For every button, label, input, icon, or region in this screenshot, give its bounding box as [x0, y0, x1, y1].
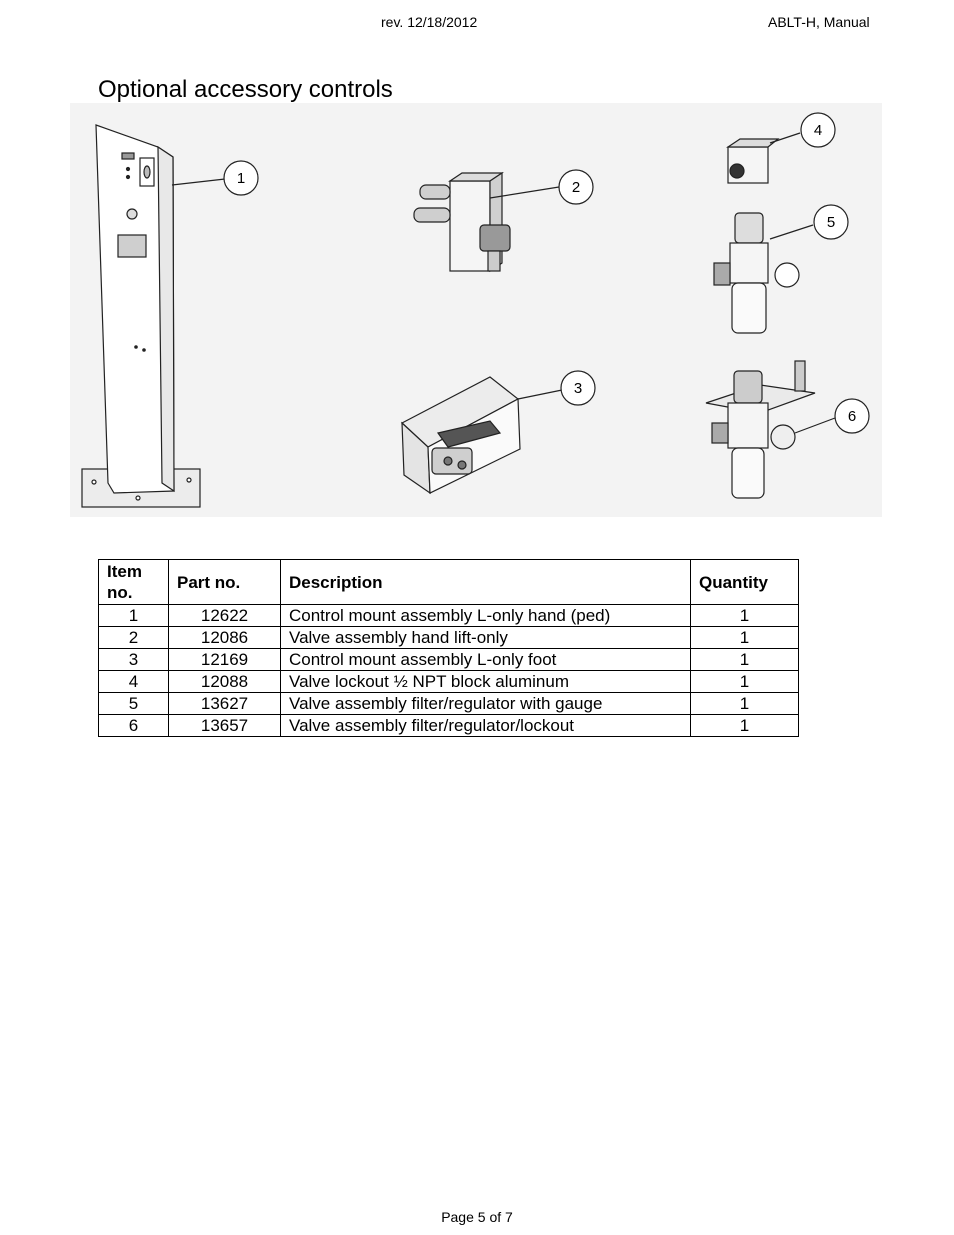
cell-item: 4 — [98, 670, 169, 693]
header-document-name: ABLT-H, Manual — [768, 14, 870, 30]
table-row: 2 12086 Valve assembly hand lift-only 1 — [98, 626, 799, 649]
cell-quantity: 1 — [690, 670, 799, 693]
callout-1: 1 — [237, 170, 245, 187]
cell-quantity: 1 — [690, 714, 799, 737]
column-header-part-no: Part no. — [168, 559, 281, 605]
table-row: 3 12169 Control mount assembly L-only fo… — [98, 648, 799, 671]
accessory-controls-figure: 1 2 3 4 5 6 — [70, 103, 882, 517]
table-row: 4 12088 Valve lockout ½ NPT block alumin… — [98, 670, 799, 693]
header-item-line1: Item — [107, 562, 142, 581]
cell-description: Valve assembly filter/regulator with gau… — [280, 692, 691, 715]
lockout-block-drawing — [726, 138, 780, 184]
cell-part-no: 12086 — [168, 626, 281, 649]
control-mount-pedestal-drawing — [81, 124, 201, 508]
cell-part-no: 13657 — [168, 714, 281, 737]
cell-item: 1 — [98, 604, 169, 627]
table-row: 1 12622 Control mount assembly L-only ha… — [98, 604, 799, 627]
cell-quantity: 1 — [690, 648, 799, 671]
table-header-row: Item no. Part no. Description Quantity — [98, 559, 799, 605]
hand-valve-drawing — [413, 171, 511, 273]
callout-5: 5 — [827, 214, 835, 231]
column-header-item-no: Item no. — [98, 559, 169, 605]
header-item-line2: no. — [107, 583, 133, 602]
header-revision: rev. 12/18/2012 — [381, 14, 478, 30]
column-header-description: Description — [280, 559, 691, 605]
foot-pedal-drawing — [400, 376, 521, 495]
cell-item: 3 — [98, 648, 169, 671]
filter-regulator-lockout-drawing — [705, 360, 816, 499]
cell-item: 6 — [98, 714, 169, 737]
parts-table: Item no. Part no. Description Quantity 1… — [98, 559, 799, 737]
cell-part-no: 12088 — [168, 670, 281, 693]
callout-4: 4 — [814, 122, 822, 139]
table-row: 6 13657 Valve assembly filter/regulator/… — [98, 714, 799, 737]
cell-quantity: 1 — [690, 692, 799, 715]
cell-part-no: 13627 — [168, 692, 281, 715]
callout-3: 3 — [574, 380, 582, 397]
cell-description: Control mount assembly L-only hand (ped) — [280, 604, 691, 627]
cell-item: 5 — [98, 692, 169, 715]
cell-item: 2 — [98, 626, 169, 649]
cell-quantity: 1 — [690, 626, 799, 649]
table-row: 5 13627 Valve assembly filter/regulator … — [98, 692, 799, 715]
cell-description: Valve assembly hand lift-only — [280, 626, 691, 649]
page-title: Optional accessory controls — [98, 76, 393, 103]
callout-6: 6 — [848, 408, 856, 425]
cell-part-no: 12622 — [168, 604, 281, 627]
cell-description: Valve lockout ½ NPT block aluminum — [280, 670, 691, 693]
cell-quantity: 1 — [690, 604, 799, 627]
page-number: Page 5 of 7 — [441, 1209, 513, 1225]
cell-part-no: 12169 — [168, 648, 281, 671]
cell-description: Control mount assembly L-only foot — [280, 648, 691, 671]
filter-regulator-gauge-drawing — [713, 212, 800, 334]
cell-description: Valve assembly filter/regulator/lockout — [280, 714, 691, 737]
column-header-quantity: Quantity — [690, 559, 799, 605]
callout-2: 2 — [572, 179, 580, 196]
